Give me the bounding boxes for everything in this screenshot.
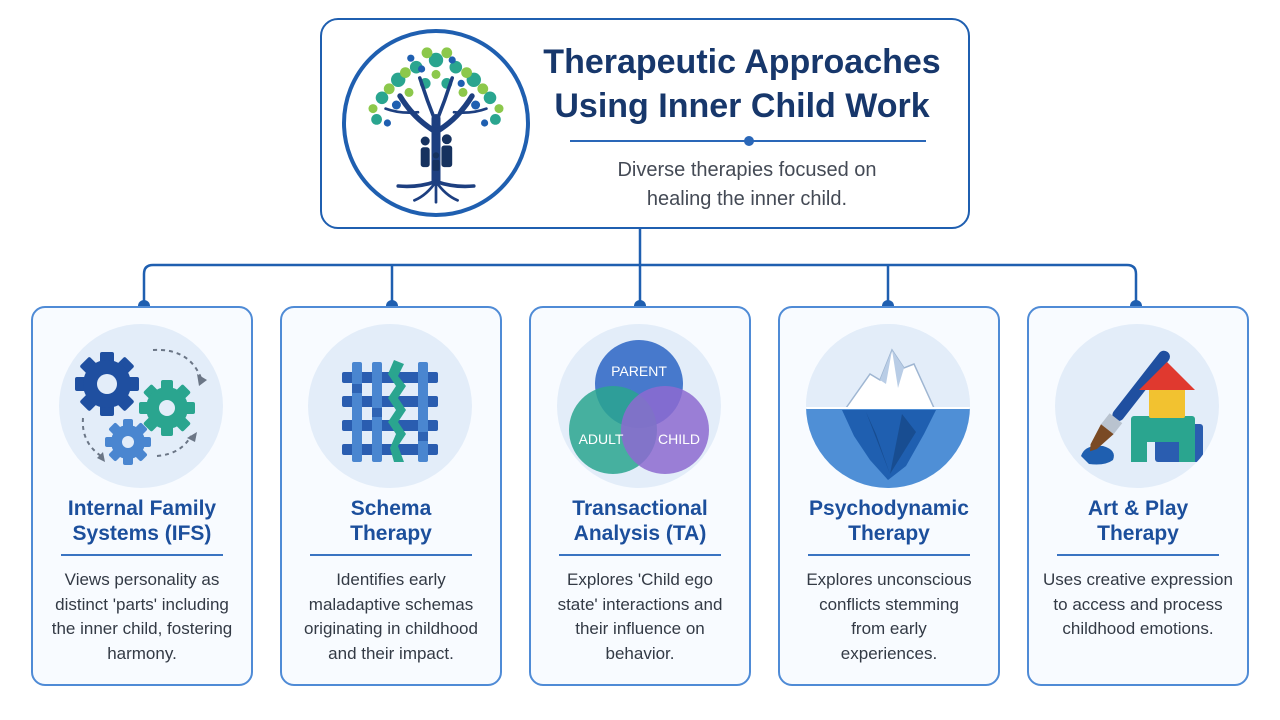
desc-line: experiences. [840,643,938,663]
card-schema: Schema Therapy Identifies early maladapt… [280,306,502,686]
gears-icon [59,324,223,488]
card-title-line-1: Internal Family [67,497,217,520]
card-description: Explores 'Child ego state' interactions … [543,568,737,666]
desc-line: behavior. [605,643,675,663]
card-description: Explores unconscious conflicts stemming … [792,568,986,666]
venn-label-parent: PARENT [611,363,667,379]
card-title-line-2: Analysis (TA) [573,522,707,545]
card-ifs: Internal Family Systems (IFS) Views pers… [31,306,253,686]
card-description: Views personality as distinct 'parts' in… [45,568,239,666]
family-tree-logo-icon [342,29,530,217]
subtitle-line-2: healing the inner child. [646,188,848,210]
card-description: Identifies early maladaptive schemas ori… [294,568,488,666]
venn-label-adult: ADULT [579,431,624,447]
desc-line: originating in childhood [304,619,478,638]
desc-line: maladaptive schemas [308,594,474,614]
desc-line: Explores unconscious [806,570,972,589]
desc-line: the inner child, fostering [51,619,233,638]
iceberg-icon [806,324,970,488]
desc-line: state' interactions and [557,594,723,614]
desc-line: harmony. [107,643,177,663]
desc-line: Identifies early [336,570,446,589]
card-title-line-2: Therapy [350,522,432,545]
card-divider [310,554,472,556]
paintbrush-blocks-icon [1055,324,1219,488]
header-box: Therapeutic Approaches Using Inner Child… [320,18,970,229]
desc-line: Explores 'Child ego [567,570,713,589]
card-psychodynamic: Psychodynamic Therapy Explores unconscio… [778,306,1000,686]
card-title-line-1: Psychodynamic [809,497,969,520]
card-divider [1057,554,1219,556]
card-divider [808,554,970,556]
page-subtitle: Diverse therapies focused on healing the… [567,156,927,214]
desc-line: Uses creative expression [1043,570,1233,589]
desc-line: Views personality as [64,570,220,589]
desc-line: their influence on [575,619,705,638]
card-title-line-2: Therapy [1097,522,1179,545]
card-title: Transactional Analysis (TA) [539,496,741,546]
desc-line: distinct 'parts' including [55,594,229,614]
card-title: Schema Therapy [290,496,492,546]
card-transactional-analysis: PARENT ADULT CHILD Transactional Analysi… [529,306,751,686]
title-line-1: Therapeutic Approaches [543,43,941,81]
card-divider [559,554,721,556]
card-title-line-2: Therapy [848,522,930,545]
card-title-line-1: Art & Play [1087,497,1189,520]
desc-line: to access and process [1053,594,1223,614]
card-title: Internal Family Systems (IFS) [41,496,243,546]
ego-states-venn-icon: PARENT ADULT CHILD [557,324,721,488]
title-line-2: Using Inner Child Work [554,87,930,125]
card-title-line-2: Systems (IFS) [72,522,212,545]
card-title: Psychodynamic Therapy [788,496,990,546]
card-description: Uses creative expression to access and p… [1041,568,1235,642]
desc-line: from early [851,619,927,638]
card-title-line-1: Transactional [572,497,708,520]
card-art-play: Art & Play Therapy Uses creative express… [1027,306,1249,686]
desc-line: childhood emotions. [1062,619,1214,638]
desc-line: and their impact. [328,643,454,663]
subtitle-line-1: Diverse therapies focused on [617,159,877,181]
title-divider [570,136,926,146]
woven-grid-icon [308,324,472,488]
desc-line: conflicts stemming [819,594,959,614]
card-title: Art & Play Therapy [1037,496,1239,546]
page-title: Therapeutic Approaches Using Inner Child… [542,40,942,128]
venn-label-child: CHILD [658,431,700,447]
card-title-line-1: Schema [350,497,432,520]
card-divider [61,554,223,556]
